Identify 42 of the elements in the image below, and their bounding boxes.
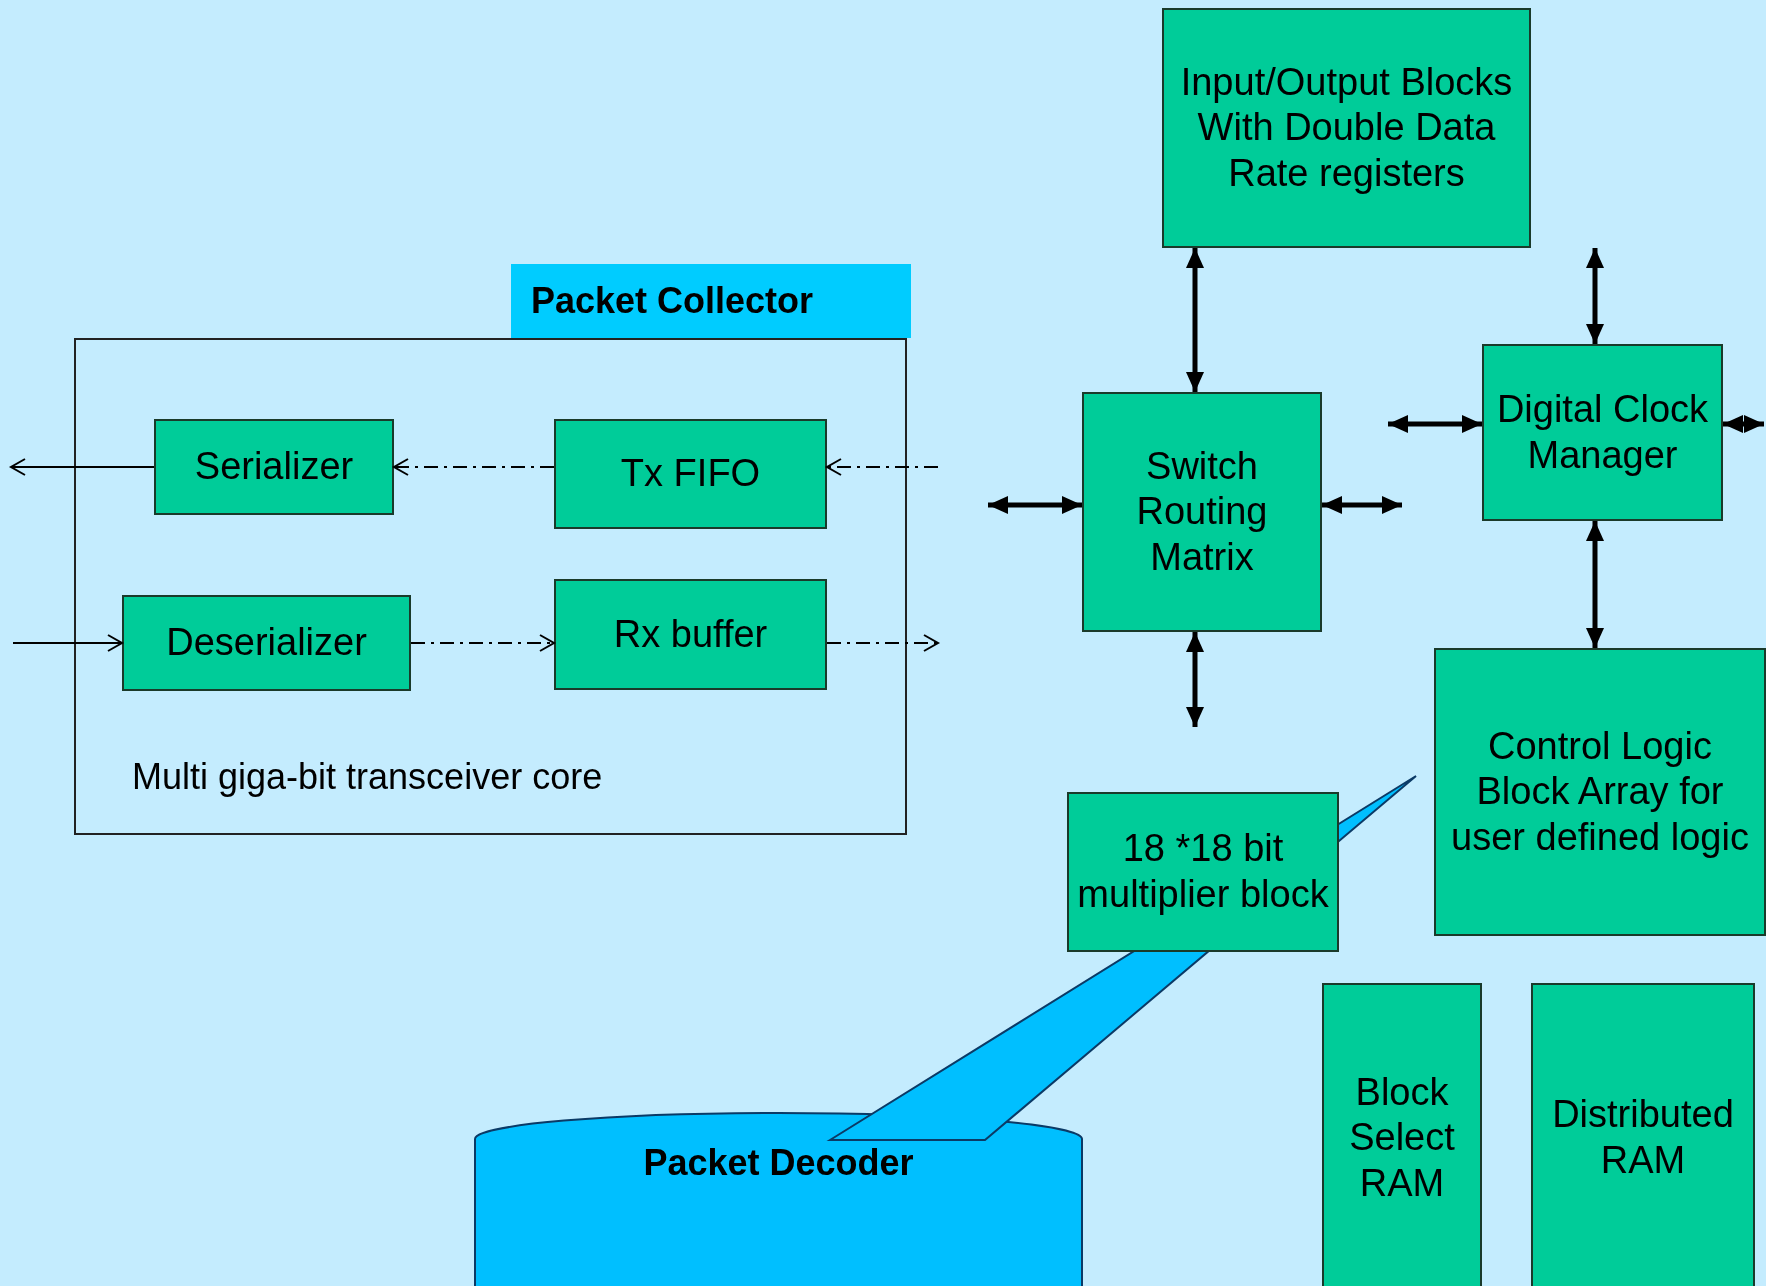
process-box [1531,983,1755,1286]
heading-label: Packet Collector [531,280,814,322]
box-label: Deserializer [166,620,367,666]
process-box [1434,648,1766,936]
process-box [1162,8,1531,248]
box-label: Control Logic Block Array for user defined logic [1450,723,1750,860]
process-box [554,419,827,529]
box-label: Multi giga-bit transceiver core [132,756,603,798]
arrow [10,458,155,476]
group-frame [74,338,907,835]
box-label: Digital Clock Manager [1495,386,1710,478]
callout-cylinder [474,1112,1083,1286]
double-arrow [1723,415,1764,433]
arrow [826,458,939,476]
process-box [554,579,827,690]
double-arrow [988,496,1082,514]
box-label: Input/Output Blocks With Double Data Rate registers [1179,59,1514,196]
process-box [1482,344,1723,521]
double-arrow [1186,248,1204,392]
box-label: Block Select RAM [1348,1069,1456,1206]
box-label: Switch Routing Matrix [1135,443,1269,580]
title-tab [511,264,911,338]
box-label: Rx buffer [613,611,768,657]
process-box [1322,983,1482,1286]
arrow [12,634,123,652]
process-box [1067,792,1339,952]
box-label: Distributed RAM [1551,1092,1735,1183]
heading-label: Packet Decoder [643,1142,914,1184]
arrow [393,458,555,476]
box-label: 18 *18 bit multiplier block [1076,826,1330,917]
arrow [410,634,555,652]
box-label: Serializer [194,444,354,490]
process-box [122,595,411,691]
double-arrow [1586,521,1604,648]
process-box [1082,392,1322,632]
process-box [154,419,394,515]
double-arrow [1322,496,1402,514]
double-arrow [1186,632,1204,727]
double-arrow [1388,415,1482,433]
double-arrow [1586,248,1604,344]
arrow [826,634,939,652]
box-label: Tx FIFO [620,451,761,497]
